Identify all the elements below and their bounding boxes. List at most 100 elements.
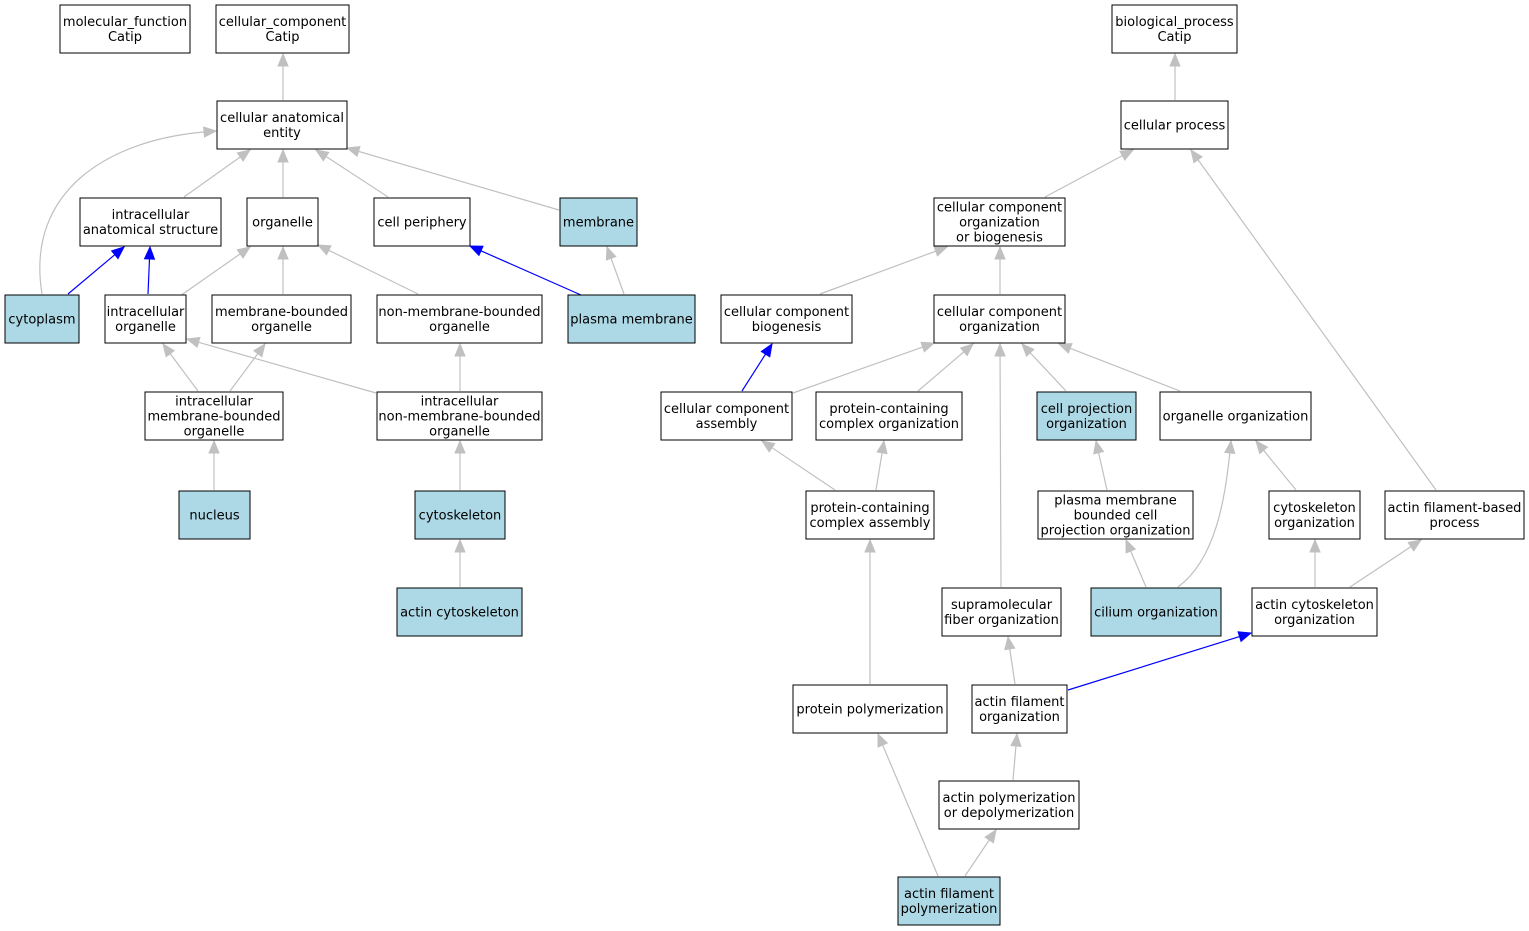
go-term-node-plasma_membrane[interactable]: plasma membrane xyxy=(567,294,696,344)
node-label: cellular component xyxy=(724,305,849,320)
node-box xyxy=(933,197,1066,247)
edge-acso-to-csko xyxy=(1309,538,1321,587)
arrowhead-icon xyxy=(877,732,889,748)
node-label: intracellular xyxy=(175,395,253,410)
node-box xyxy=(1036,391,1137,441)
arrowhead-icon xyxy=(454,439,466,454)
edge-line xyxy=(1069,347,1181,392)
node-label: cytoplasm xyxy=(8,313,75,328)
node-box xyxy=(1090,587,1222,637)
arrowhead-icon xyxy=(252,342,266,358)
node-label: Catip xyxy=(265,30,299,45)
arrowhead-icon xyxy=(1407,539,1423,552)
edge-cell_process-to-bp_catip xyxy=(1169,52,1181,100)
edge-line xyxy=(1009,648,1016,685)
go-term-node-cell_process[interactable]: cellular process xyxy=(1120,100,1229,150)
go-term-node-nucleus[interactable]: nucleus xyxy=(178,490,251,540)
node-label: non-membrane-bounded xyxy=(378,410,540,425)
node-box xyxy=(805,490,935,540)
arrowhead-icon xyxy=(1057,343,1073,354)
node-label: protein-containing xyxy=(829,402,948,417)
go-term-node-actin_cytoskeleton[interactable]: actin cytoskeleton xyxy=(396,587,523,637)
arrowhead-icon xyxy=(277,245,289,260)
go-term-node-membrane[interactable]: membrane xyxy=(559,197,638,247)
node-box xyxy=(933,294,1066,344)
node-label: cell periphery xyxy=(377,216,467,231)
go-term-node-inmbo[interactable]: intracellularnon-membrane-boundedorganel… xyxy=(376,391,543,441)
edge-pcco-to-cco xyxy=(917,343,974,392)
arrowhead-icon xyxy=(864,538,876,553)
edge-line xyxy=(1044,155,1123,198)
go-term-node-cell_periphery[interactable]: cell periphery xyxy=(373,197,471,247)
arrowhead-icon xyxy=(959,343,974,357)
arrowhead-icon xyxy=(1010,732,1022,747)
arrowhead-icon xyxy=(1093,439,1105,455)
arrowhead-icon xyxy=(1190,148,1203,164)
node-label: actin filament xyxy=(904,887,994,902)
node-label: actin cytoskeleton xyxy=(400,606,519,621)
edge-line xyxy=(1067,635,1240,691)
arrowhead-icon xyxy=(185,336,201,348)
go-term-node-protein_poly[interactable]: protein polymerization xyxy=(792,684,948,734)
node-label: organelle organization xyxy=(1163,410,1309,425)
node-label: bounded cell xyxy=(1074,509,1158,524)
node-label: or biogenesis xyxy=(956,231,1043,246)
edge-line xyxy=(169,353,199,392)
node-label: organelle xyxy=(115,320,176,335)
node-label: intracellular xyxy=(421,395,499,410)
edge-line xyxy=(819,250,936,295)
arrowhead-icon xyxy=(933,245,949,257)
go-term-node-cytoskeleton[interactable]: cytoskeleton xyxy=(414,490,506,540)
edge-line xyxy=(183,156,241,198)
node-box xyxy=(1159,391,1312,441)
arrowhead-icon xyxy=(1021,343,1035,358)
edge-ccb-to-ccob xyxy=(819,245,949,295)
node-box xyxy=(938,780,1080,830)
arrowhead-icon xyxy=(277,52,289,67)
node-box xyxy=(559,197,638,247)
edge-line xyxy=(67,254,116,295)
node-label: plasma membrane xyxy=(1054,494,1177,509)
go-term-node-oo[interactable]: organelle organization xyxy=(1159,391,1312,441)
edge-cco-to-ccob xyxy=(994,245,1006,294)
node-label: plasma membrane xyxy=(570,313,693,328)
arrowhead-icon xyxy=(1004,635,1016,651)
edge-inmbo-to-intra_org xyxy=(185,336,377,394)
edge-organelle-to-cae xyxy=(277,148,289,197)
node-box xyxy=(1251,587,1378,637)
node-box xyxy=(4,294,80,344)
go-term-node-cilium_org[interactable]: cilium organization xyxy=(1090,587,1222,637)
node-label: nucleus xyxy=(189,509,239,524)
node-label: Catip xyxy=(1157,30,1191,45)
node-label: Catip xyxy=(108,30,142,45)
edges-layer xyxy=(39,52,1437,877)
node-label: complex assembly xyxy=(810,516,931,531)
go-term-node-organelle[interactable]: organelle xyxy=(246,197,319,247)
go-term-node-cytoplasm[interactable]: cytoplasm xyxy=(4,294,80,344)
node-label: organelle xyxy=(429,320,490,335)
